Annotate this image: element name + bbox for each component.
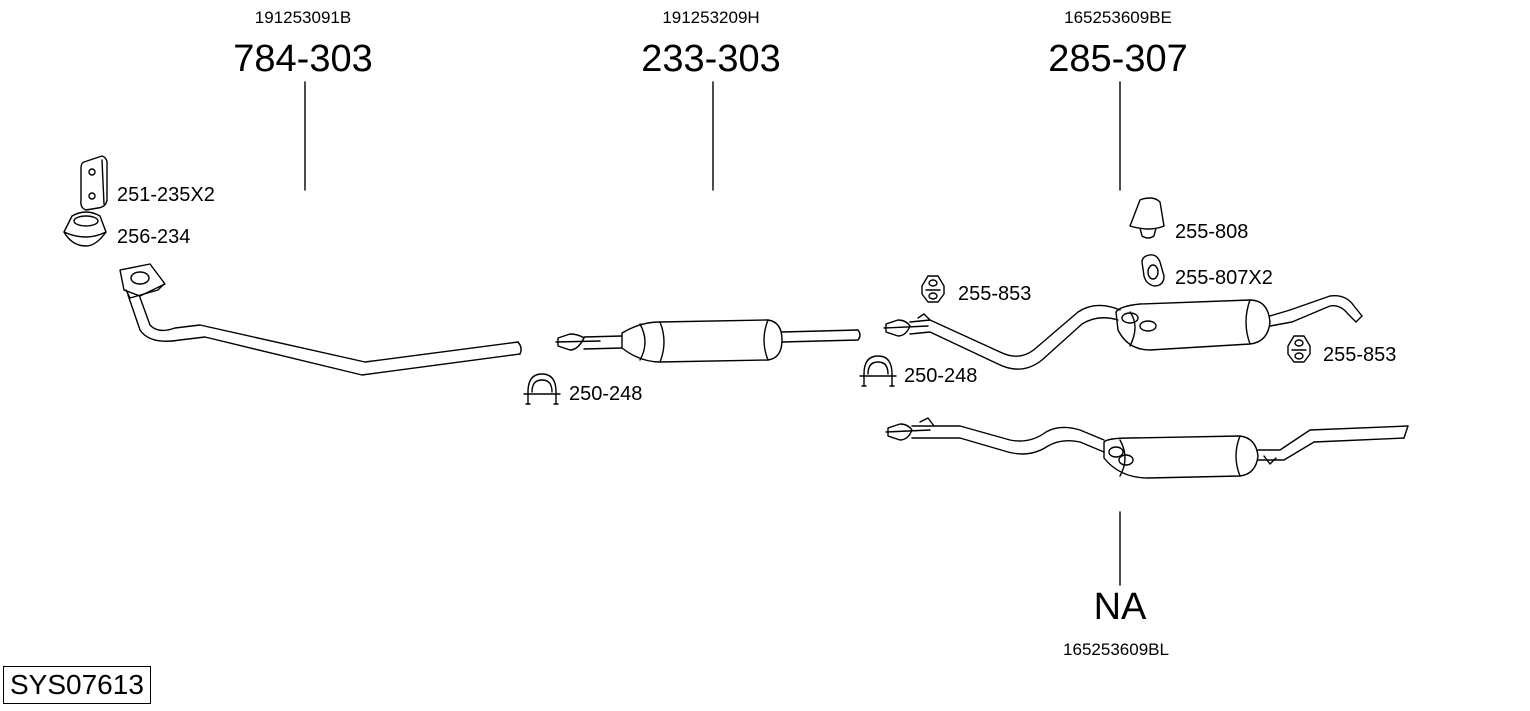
accessory-label-clamp-rear: 250-248	[904, 365, 978, 387]
accessory-label-gasket-bracket: 251-235X2	[117, 184, 215, 206]
middle-silencer-icon	[556, 320, 860, 362]
system-code-label: SYS07613	[3, 666, 151, 704]
accessory-label-hanger-front: 255-853	[958, 283, 1032, 305]
rubber-mount-icon	[1130, 198, 1164, 238]
rear-silencer-icon	[884, 296, 1362, 369]
part-number-784-303: 784-303	[233, 38, 373, 80]
hanger-front-icon	[922, 276, 944, 302]
front-pipe-icon	[120, 264, 521, 375]
oem-number-285-307: 165253609BE	[1064, 8, 1172, 27]
flange-ring-icon	[64, 212, 106, 246]
alt-rear-silencer-icon	[886, 418, 1408, 478]
oem-number-233-303: 191253209H	[662, 8, 760, 27]
accessory-label-clamp-front: 250-248	[569, 383, 643, 405]
hanger-rear-icon	[1288, 336, 1310, 362]
accessory-label-ring-hanger: 255-807X2	[1175, 267, 1273, 289]
ring-hanger-icon	[1142, 255, 1164, 286]
accessory-label-rubber-mount: 255-808	[1175, 221, 1249, 243]
clamp-front-icon	[524, 374, 560, 404]
part-number-285-307: 285-307	[1048, 38, 1188, 80]
oem-number-na: 165253609BL	[1063, 640, 1169, 659]
part-number-233-303: 233-303	[641, 38, 781, 80]
clamp-rear-icon	[860, 356, 896, 386]
accessory-label-flange-ring: 256-234	[117, 226, 191, 248]
gasket-bracket-icon	[81, 156, 107, 210]
part-number-na: NA	[1093, 586, 1147, 628]
oem-number-784-303: 191253091B	[254, 8, 352, 27]
accessory-label-hanger-rear: 255-853	[1323, 344, 1397, 366]
